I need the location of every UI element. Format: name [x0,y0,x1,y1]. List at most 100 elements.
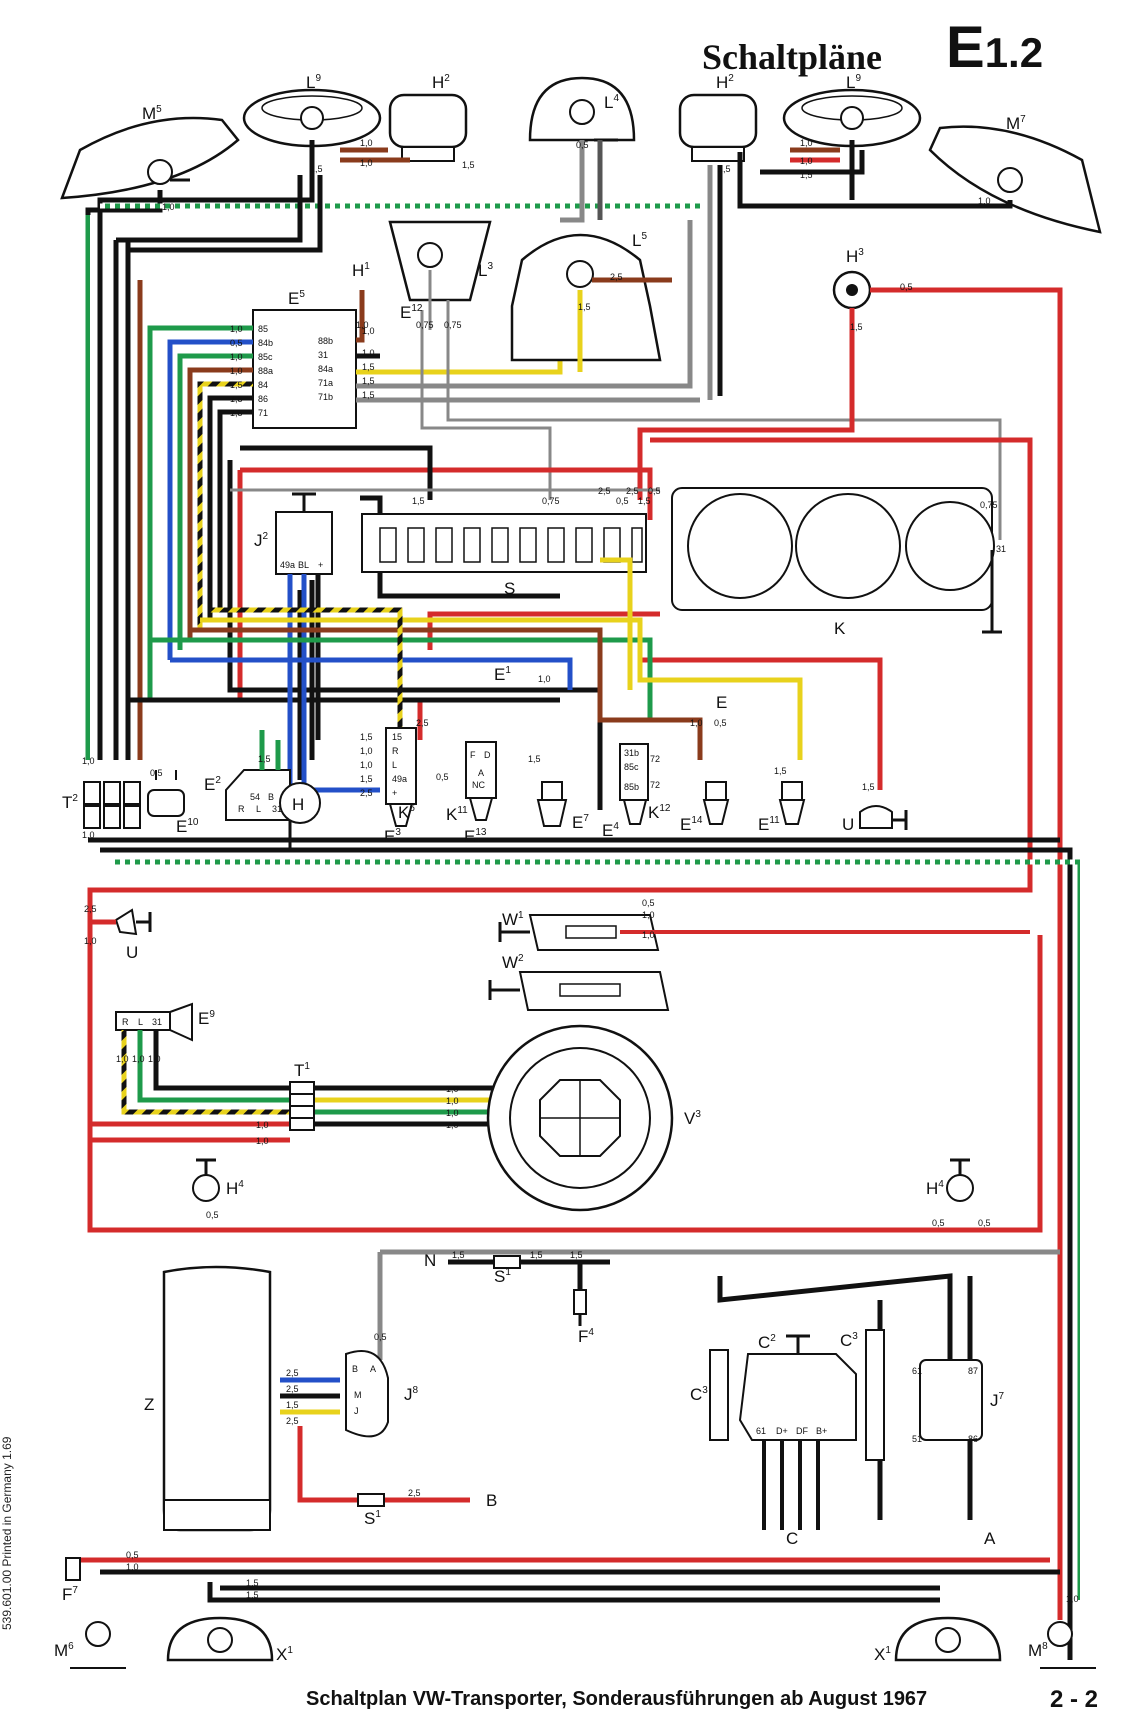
gauge-n: 1,5 [452,1250,465,1260]
pin-e5-right-0: 88b [318,336,333,346]
label-e: E [716,693,727,712]
black-harness [88,445,1083,1660]
lamp-l5 [510,233,672,372]
gauge-e1: 1,0 [538,674,551,684]
gauge-s-g: 1,5 [638,496,651,506]
gauge-l9r-b: 1,0 [800,156,813,166]
label-k: K [834,619,846,638]
label-k11: K11 [446,805,468,824]
gauge-z-a: 2,5 [286,1368,299,1378]
gauge-w1-b: 1,0 [642,910,655,920]
gauge-z-b: 2,5 [286,1384,299,1394]
sensor-f4 [573,1289,587,1326]
page-code-letter: E [946,15,985,80]
gauge-e5-right-0: 1,0 [362,326,375,336]
label-l3: L3 [478,261,493,280]
gauge-labels: 1,0 1,0 1,0 1,5 1,5 0,5 1,0 1,0 1,5 1,5 … [82,138,1079,1604]
pin-e9-1: L [138,1017,143,1027]
gauge-f7-b: 1,0 [126,1562,139,1572]
label-l9-right: L9 [846,73,861,92]
gauge-e3-1: 1,0 [360,746,373,756]
gauge-w1-c: 1,0 [642,930,655,940]
gauge-s1-b: 1,5 [570,1250,583,1260]
gauge-t2-b: 1,0 [82,830,95,840]
pin-labels: 85 84b 85c 88a 84 86 71 1,0 0,5 1,0 1,0 … [116,324,1006,1444]
gauge-s-a: 1,5 [412,496,425,506]
gauge-v3-d: 1,0 [446,1120,459,1130]
gauge-e12-b: 0,75 [444,320,462,330]
page-code-number: 1.2 [984,29,1044,76]
pin-e9-0: R [122,1017,129,1027]
switch-harness [150,557,803,770]
gauge-h2r: 1,5 [718,164,731,174]
buzzer-h3 [637,270,1063,1620]
pin-e13-0: F [470,750,476,760]
pin-e2-1: B [268,792,274,802]
pin-k12-4: 72 [650,780,660,790]
connector-j8 [345,1350,389,1438]
gauge-e3-4: 2,5 [360,788,373,798]
gauge-h4-right-b: 0,5 [978,1218,991,1228]
pin-k12-3: 72 [650,754,660,764]
gauge-e-b: 0,5 [714,718,727,728]
switch-e7 [536,781,568,827]
label-m8: M8 [1028,1641,1048,1660]
label-x1-left: X1 [276,1645,293,1664]
switch-e9 [115,1002,193,1042]
label-k6: K6 [398,803,415,822]
gauge-m8: 1,0 [1066,1594,1079,1604]
interior-light-l3 [388,220,1002,540]
label-l4: L4 [604,93,619,112]
label-z: Z [144,1395,154,1414]
regulator-c2 [738,1334,857,1530]
label-v3: V3 [684,1109,701,1128]
label-w1: W1 [502,910,524,929]
pin-e5-right-2: 84a [318,364,333,374]
gauge-l9r-a: 1,0 [800,138,813,148]
connector-t1 [289,1081,315,1131]
gauge-f7-a: 0,5 [126,1550,139,1560]
label-s1-upper: S1 [494,1267,511,1286]
pin-e5-left-2: 85c [258,352,273,362]
gauge-z-c: 1,5 [286,1400,299,1410]
gauge-v3-b: 1,0 [446,1096,459,1106]
gauge-e5-left-1: 0,5 [230,338,243,348]
label-c3-left: C3 [690,1385,708,1404]
relay-e5 [252,309,357,429]
pin-e13-1: D [484,750,491,760]
gauge-h3-a: 0,5 [900,282,913,292]
fuse-box-s [230,488,660,573]
gauge-e9-1: 1,0 [132,1054,145,1064]
gauge-u-left-b: 1,0 [84,936,97,946]
lamp-w2 [488,971,670,1011]
gauge-b: 2,5 [408,1488,421,1498]
gauge-e5-right-3: 1,5 [362,376,375,386]
pin-e5-left-5: 86 [258,394,268,404]
lamp-m5 [60,116,240,200]
label-e7: E7 [572,813,589,832]
label-e11: E11 [758,815,780,834]
gauge-e9-2: 1,0 [148,1054,161,1064]
gauge-s-b: 0,75 [542,496,560,506]
pin-e2-3: L [256,804,261,814]
pin-j7-3: 86 [968,1434,978,1444]
pin-e13-2: A [478,768,484,778]
pin-e5-right-4: 71b [318,392,333,402]
gauge-e5-right-2: 1,5 [362,362,375,372]
gauge-m7: 1,0 [978,196,991,206]
gauge-e7: 1,5 [528,754,541,764]
page-title: Schaltpläne [702,37,883,77]
label-e12: E12 [400,303,423,322]
pin-e5-left-1: 84b [258,338,273,348]
gauge-e5-left-6: 1,5 [230,408,243,418]
pin-c2-3: B+ [816,1426,827,1436]
pin-e3-3: 49a [392,774,407,784]
gauge-h2l: 1,5 [462,160,475,170]
label-h4-right: H4 [926,1179,944,1198]
label-j8: J8 [404,1385,419,1404]
switch-e4 [619,743,649,825]
switch-e13 [465,741,497,821]
pin-k12-1: 85c [624,762,639,772]
gauge-l5-b: 1,5 [578,302,591,312]
